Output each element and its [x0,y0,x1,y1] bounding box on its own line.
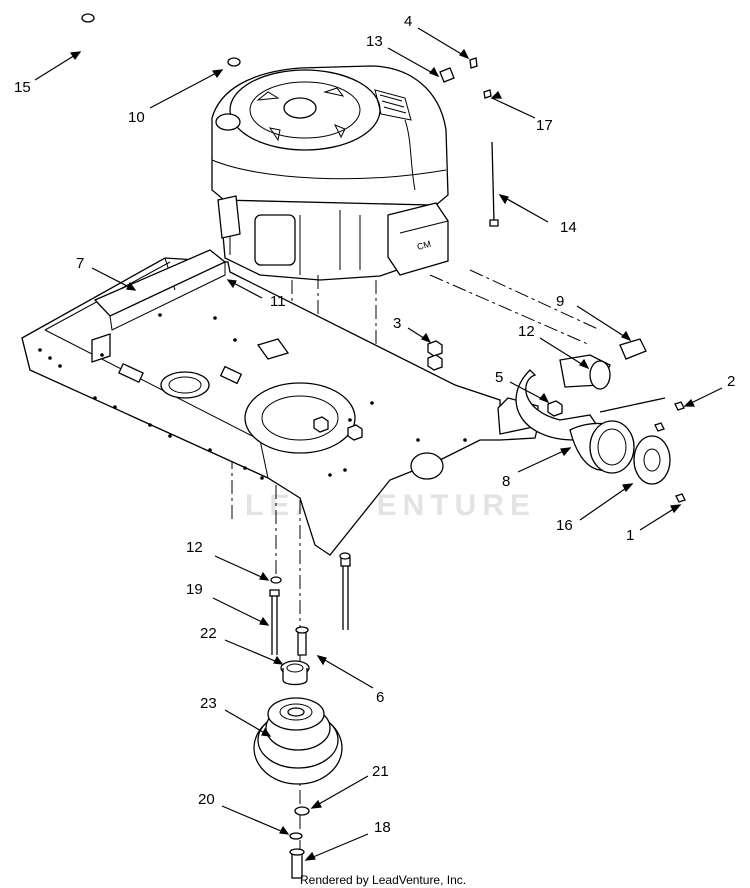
bolts-3 [313,340,443,441]
callout-8: 8 [502,473,510,490]
callout-13: 13 [366,33,383,50]
callout-22: 22 [200,625,217,642]
callout-labels: 15 10 4 13 17 14 7 11 9 3 12 5 2 8 16 1 … [14,13,735,836]
leader-lines [34,27,723,861]
watermark-text: LEADVENTURE [245,489,536,522]
frame [21,249,541,556]
callout-16: 16 [556,517,573,534]
callout-21: 21 [372,763,389,780]
callout-3: 3 [393,315,401,332]
callout-6: 6 [376,689,384,706]
pulley-bolt [289,806,310,879]
callout-20: 20 [198,791,215,808]
callout-11: 11 [270,293,286,310]
footer-credit: Rendered by LeadVenture, Inc. [300,873,466,887]
exhaust-assembly [515,338,686,503]
callout-23: 23 [200,695,217,712]
callout-15: 15 [14,79,31,96]
callout-2: 2 [727,373,735,390]
callout-18: 18 [374,819,391,836]
callout-17: 17 [536,117,553,134]
callout-9: 9 [556,293,564,310]
lower-hardware [269,552,351,686]
callout-5: 5 [495,369,503,386]
callout-14: 14 [560,219,577,236]
pulley [253,697,343,785]
callout-12-upper: 12 [518,323,535,340]
fuel-line [81,13,241,67]
callout-10: 10 [128,109,145,126]
tie-strap [491,141,495,223]
callout-19: 19 [186,581,203,598]
engine: CM [211,65,449,281]
clip-and-screw [439,57,492,99]
callout-12-lower: 12 [186,539,203,556]
callout-4: 4 [404,13,412,30]
callout-7: 7 [76,255,84,272]
svg-text:CM: CM [416,239,432,252]
callout-1: 1 [626,527,634,544]
